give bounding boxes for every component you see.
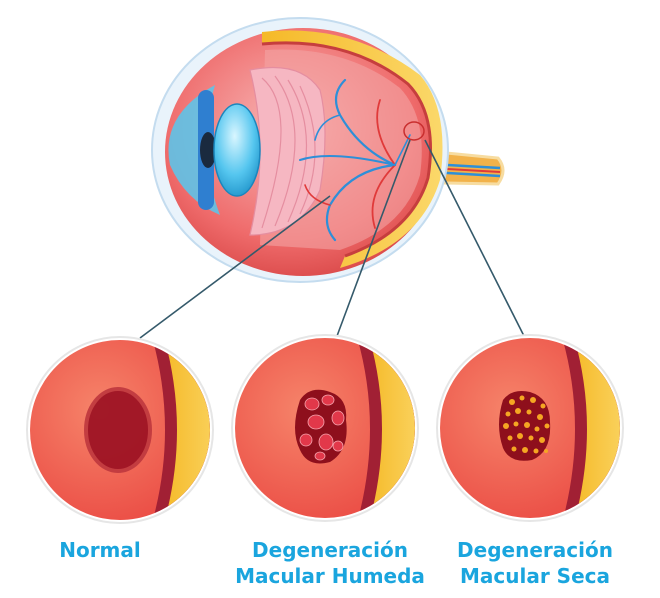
pointer-lines — [139, 139, 525, 339]
retinal-vessels — [299, 78, 411, 242]
macula-wet-amd-detail — [231, 334, 419, 522]
ciliary-body — [249, 67, 326, 236]
label-dry-line2: Macular Seca — [460, 564, 610, 588]
label-dry-amd: Degeneración Macular Seca — [430, 537, 640, 589]
lens — [213, 103, 261, 197]
label-normal-line1: Normal — [59, 538, 141, 562]
label-dry-line1: Degeneración — [457, 538, 613, 562]
label-wet-line2: Macular Humeda — [235, 564, 425, 588]
macula-normal-detail — [26, 336, 214, 524]
label-wet-amd: Degeneración Macular Humeda — [215, 537, 445, 589]
macula-dry-amd-detail — [436, 334, 624, 522]
macula-healthy — [84, 387, 152, 473]
eye-anatomy-illustration — [151, 17, 505, 283]
macula-spot — [403, 121, 425, 141]
label-wet-line1: Degeneración — [252, 538, 408, 562]
label-normal: Normal — [30, 537, 170, 563]
